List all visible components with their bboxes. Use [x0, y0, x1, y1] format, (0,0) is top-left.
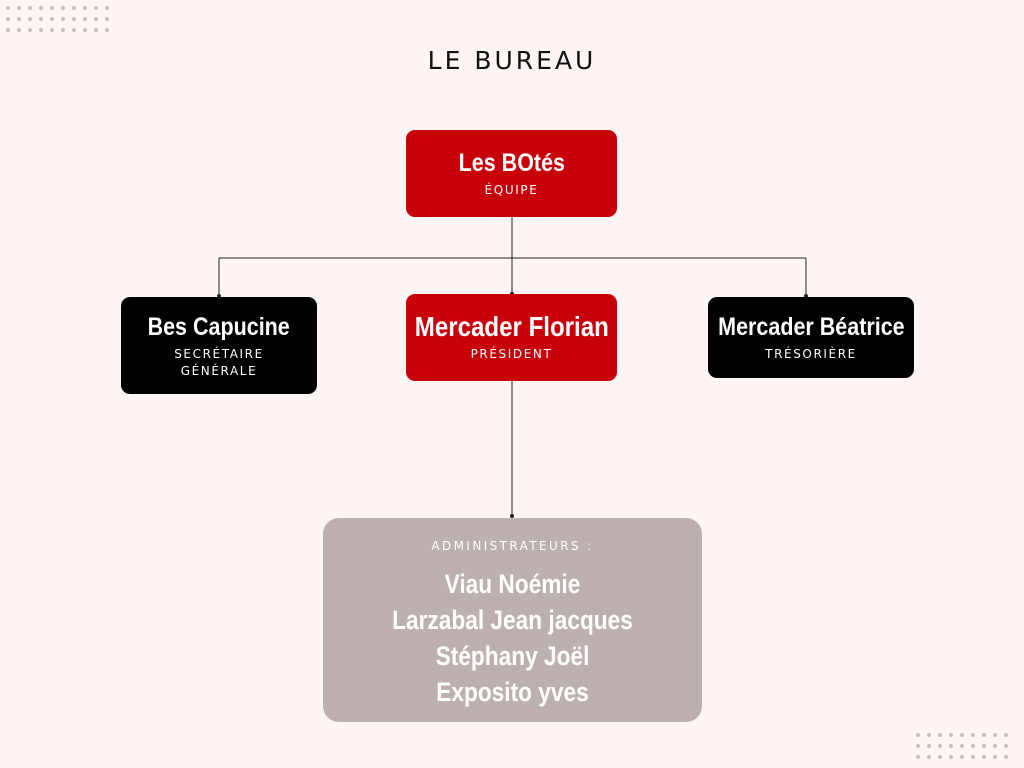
decorative-dot [72, 17, 76, 21]
decorative-dot [982, 744, 986, 748]
decorative-dot [6, 17, 10, 21]
decorative-dot [50, 17, 54, 21]
administrator-name: Viau Noémie [444, 569, 581, 599]
decorative-dot [94, 6, 98, 10]
team-node: Les BOtés ÉQUIPE [406, 130, 617, 217]
decorative-dot [982, 733, 986, 737]
page-title: LE BUREAU [427, 46, 597, 75]
team-role: ÉQUIPE [484, 183, 539, 197]
decorative-dot [993, 755, 997, 759]
decorative-dot [39, 6, 43, 10]
decorative-dot [993, 744, 997, 748]
decorative-dot [949, 733, 953, 737]
decorative-dot [61, 28, 65, 32]
team-name: Les BOtés [458, 149, 565, 177]
decorative-dot [993, 733, 997, 737]
decorative-dot [17, 6, 21, 10]
connector-dot-admins [510, 514, 514, 518]
decorative-dot [949, 755, 953, 759]
decorative-dot [938, 755, 942, 759]
decorative-dot [916, 733, 920, 737]
decorative-dot [971, 755, 975, 759]
decorative-dot [949, 744, 953, 748]
decorative-dot [916, 744, 920, 748]
decorative-dot [72, 6, 76, 10]
decorative-dot [61, 6, 65, 10]
decorative-dot [83, 6, 87, 10]
decorative-dot [28, 28, 32, 32]
dot-pattern-bottom-right [916, 733, 1015, 766]
decorative-dot [938, 744, 942, 748]
decorative-dot [105, 28, 109, 32]
decorative-dot [960, 733, 964, 737]
decorative-dot [17, 28, 21, 32]
decorative-dot [72, 28, 76, 32]
decorative-dot [1004, 733, 1008, 737]
administrator-name: Exposito yves [436, 677, 589, 707]
president-node: Mercader Florian PRÉSIDENT [406, 294, 617, 381]
decorative-dot [938, 733, 942, 737]
treasurer-name: Mercader Béatrice [717, 313, 905, 341]
decorative-dot [61, 17, 65, 21]
decorative-dot [83, 28, 87, 32]
decorative-dot [39, 28, 43, 32]
secretary-role: SECRÉTAIRE GÉNÉRALE [174, 346, 264, 380]
decorative-dot [83, 17, 87, 21]
secretary-name: Bes Capucine [147, 312, 291, 341]
administrator-name: Larzabal Jean jacques [392, 605, 633, 635]
decorative-dot [105, 6, 109, 10]
decorative-dot [17, 17, 21, 21]
treasurer-role: TRÉSORIÈRE [765, 347, 857, 361]
decorative-dot [28, 17, 32, 21]
decorative-dot [971, 733, 975, 737]
decorative-dot [6, 28, 10, 32]
decorative-dot [1004, 744, 1008, 748]
decorative-dot [105, 17, 109, 21]
decorative-dot [927, 733, 931, 737]
decorative-dot [971, 744, 975, 748]
treasurer-node: Mercader Béatrice TRÉSORIÈRE [708, 297, 914, 378]
decorative-dot [982, 755, 986, 759]
decorative-dot [6, 6, 10, 10]
decorative-dot [94, 17, 98, 21]
administrators-panel: ADMINISTRATEURS : Viau Noémie Larzabal J… [323, 518, 702, 722]
administrator-name: Stéphany Joël [435, 641, 590, 671]
decorative-dot [927, 755, 931, 759]
secretary-role-line1: SECRÉTAIRE [174, 346, 264, 361]
dot-pattern-top-left [6, 6, 116, 39]
decorative-dot [94, 28, 98, 32]
decorative-dot [28, 6, 32, 10]
decorative-dot [927, 744, 931, 748]
decorative-dot [960, 755, 964, 759]
decorative-dot [960, 744, 964, 748]
secretary-node: Bes Capucine SECRÉTAIRE GÉNÉRALE [121, 297, 317, 394]
president-role: PRÉSIDENT [470, 347, 553, 361]
decorative-dot [50, 6, 54, 10]
administrators-list: Viau Noémie Larzabal Jean jacques Stépha… [323, 566, 702, 710]
decorative-dot [1004, 755, 1008, 759]
decorative-dot [50, 28, 54, 32]
administrators-label: ADMINISTRATEURS : [431, 539, 594, 553]
decorative-dot [39, 17, 43, 21]
decorative-dot [916, 755, 920, 759]
secretary-role-line2: GÉNÉRALE [180, 363, 258, 378]
president-name: Mercader Florian [414, 311, 609, 342]
